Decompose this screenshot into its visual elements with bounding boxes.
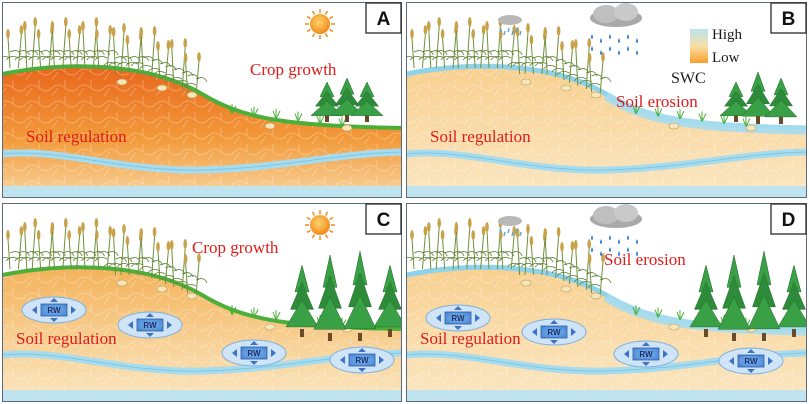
pine-tree	[777, 264, 807, 337]
runoff-water	[603, 293, 807, 336]
pebble	[341, 124, 353, 132]
rw-label: RW	[451, 314, 465, 323]
rw-label: RW	[744, 357, 758, 366]
bottom-water-band	[2, 390, 402, 402]
sun-icon	[305, 210, 335, 240]
panel-letter: D	[782, 210, 796, 231]
pine-tree	[747, 250, 781, 341]
pine-tree	[373, 264, 402, 337]
panel-letter: C	[377, 210, 391, 231]
swc-legend-bar	[690, 29, 708, 63]
small-cloud-icon	[498, 15, 522, 36]
panel-letter: A	[377, 9, 391, 30]
pebble	[520, 78, 532, 86]
crop-field	[406, 218, 612, 297]
pebble	[186, 292, 198, 300]
rw-label: RW	[639, 350, 653, 359]
tree-group	[689, 250, 807, 341]
pebble	[156, 84, 168, 92]
pebble	[590, 292, 602, 300]
pebble	[668, 122, 680, 130]
rw-reservoir: RW	[21, 296, 87, 324]
soil-regulation-label: Soil regulation	[26, 127, 127, 146]
pine-tree	[689, 264, 723, 337]
crop-growth-label: Crop growth	[192, 238, 279, 257]
pebble	[116, 279, 128, 287]
soil-erosion-label: Soil erosion	[616, 92, 698, 111]
rw-label: RW	[247, 349, 261, 358]
rw-reservoir: RW	[718, 347, 784, 375]
pine-tree	[741, 71, 775, 124]
grass-line	[2, 64, 402, 130]
pebble	[668, 323, 680, 331]
pine-tree	[343, 250, 377, 341]
crop-field	[2, 218, 208, 297]
rw-label: RW	[47, 306, 61, 315]
small-cloud-icon	[498, 216, 522, 237]
pine-tree	[350, 81, 384, 122]
panel-border	[406, 203, 807, 402]
pebble	[264, 122, 276, 130]
pine-tree	[313, 254, 347, 341]
rw-label: RW	[143, 321, 157, 330]
panel-letter: B	[782, 9, 796, 30]
pebble	[264, 323, 276, 331]
pebble	[560, 84, 572, 92]
tree-group	[719, 71, 798, 124]
rw-reservoir: RW	[521, 318, 587, 346]
panel-letter-box: B	[770, 2, 807, 34]
bottom-water-band	[406, 390, 807, 402]
legend-low-label: Low	[712, 50, 740, 66]
tree-group	[310, 77, 384, 122]
rain-cloud-icon	[590, 3, 642, 55]
sun-icon	[305, 9, 335, 39]
pebble	[156, 285, 168, 293]
rw-reservoir: RW	[613, 340, 679, 368]
rw-reservoir: RW	[329, 346, 395, 374]
pine-tree	[330, 77, 364, 122]
tree-group	[285, 250, 402, 341]
bottom-water-band	[406, 186, 807, 198]
pebble	[520, 279, 532, 287]
rw-label: RW	[547, 328, 561, 337]
pebble	[116, 78, 128, 86]
rw-label: RW	[355, 356, 369, 365]
panel-letter-box: A	[365, 2, 402, 34]
rw-reservoir: RW	[221, 339, 287, 367]
runoff-water	[603, 92, 807, 135]
panel-border	[406, 2, 807, 198]
crop-field	[406, 17, 612, 96]
legend-title: SWC	[671, 70, 706, 87]
pine-tree	[285, 264, 319, 337]
panel-letter-box: C	[365, 203, 402, 235]
pine-tree	[717, 254, 751, 341]
pebble	[745, 124, 757, 132]
bottom-water-band	[2, 186, 402, 198]
rw-reservoir: RW	[425, 304, 491, 332]
pine-tree	[719, 81, 753, 122]
panel-border	[2, 2, 402, 198]
pebble	[560, 285, 572, 293]
pebble	[590, 91, 602, 99]
soil-erosion-label: Soil erosion	[604, 250, 686, 269]
soil-regulation-label: Soil regulation	[430, 127, 531, 146]
panel-border	[2, 203, 402, 402]
soil-regulation-label: Soil regulation	[16, 329, 117, 348]
soil-regulation-label: Soil regulation	[420, 329, 521, 348]
pine-tree	[764, 77, 798, 124]
legend-high-label: High	[712, 27, 743, 43]
panel-letter-box: D	[770, 203, 807, 235]
rain-cloud-icon	[590, 204, 642, 256]
swc-legend: High Low SWC	[671, 27, 743, 87]
crop-growth-label: Crop growth	[250, 60, 337, 79]
pebble	[186, 91, 198, 99]
crop-field	[2, 17, 208, 96]
rw-reservoir: RW	[117, 311, 183, 339]
